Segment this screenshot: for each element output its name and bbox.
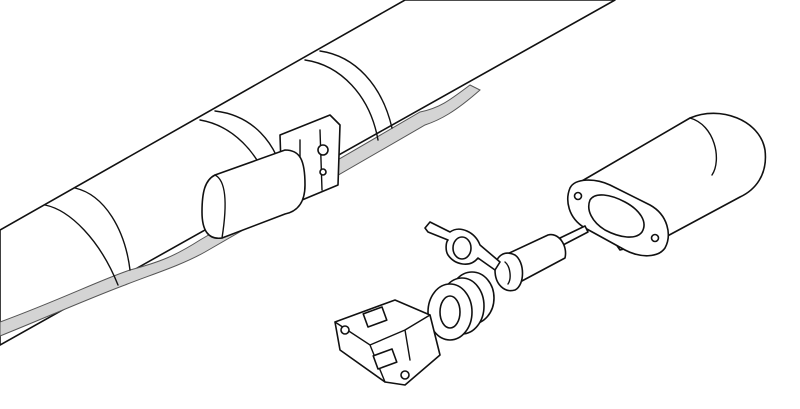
mounted-socket-assembly xyxy=(201,114,341,239)
washer-tab xyxy=(424,221,501,271)
pipe-band-3 xyxy=(304,50,393,141)
grommet xyxy=(427,271,495,341)
cable xyxy=(0,84,481,337)
cover-housing xyxy=(567,112,767,257)
pipe-band-1 xyxy=(44,187,131,286)
connector-plug xyxy=(494,225,589,292)
base-mount xyxy=(334,299,441,386)
